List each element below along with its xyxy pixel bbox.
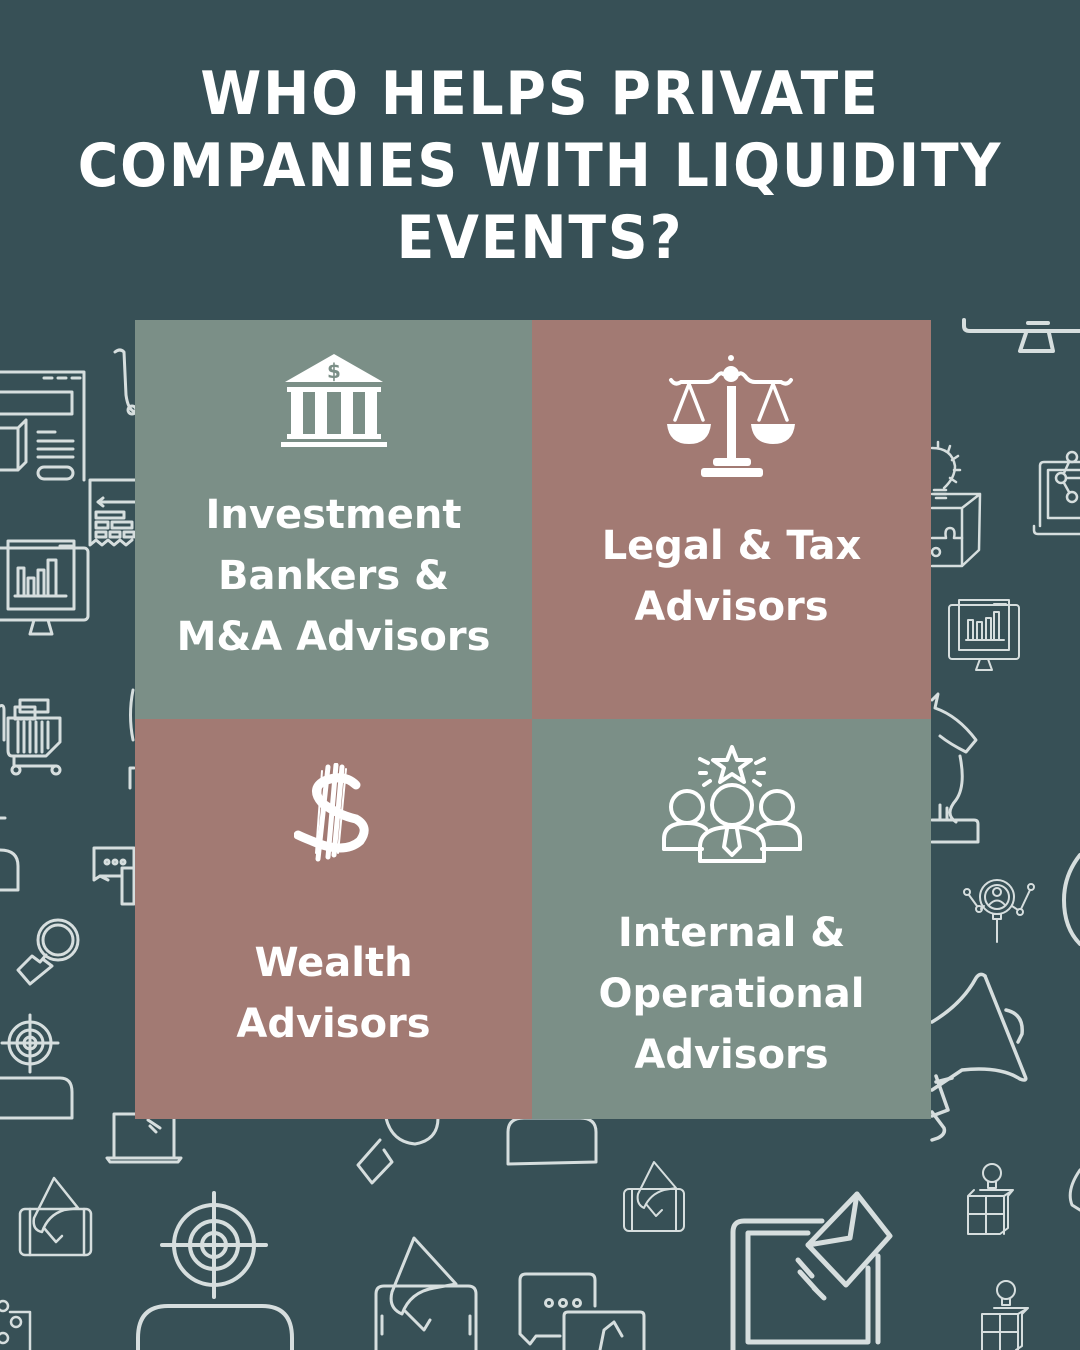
chat-thumbs-up-icon (518, 1272, 646, 1350)
monitor-chart-icon (0, 539, 90, 636)
svg-text:$: $ (327, 359, 341, 383)
search-person-icon (963, 879, 1035, 943)
computer-monitor-icon (506, 1116, 598, 1166)
computer-monitor-icon (962, 318, 1080, 353)
phone-megaphone-icon (18, 1176, 93, 1257)
laptop-megaphone-icon (105, 1112, 183, 1164)
page-title: WHO HELPS PRIVATE COMPANIES WITH LIQUIDI… (43, 58, 1037, 274)
luggage-cart-icon (0, 698, 62, 776)
advisor-grid: $ Investment Bankers & M&A Advisors (135, 320, 931, 1119)
lightbulb-puzzle-icon (967, 1163, 1014, 1235)
shopping-cart-icon (113, 348, 138, 416)
lightbulb-puzzle-icon (930, 440, 982, 568)
title-line-1: WHO HELPS PRIVATE (200, 59, 880, 129)
scales-of-justice-icon (666, 355, 795, 477)
quadrant-wealth: Wealth Advisors (135, 719, 532, 1119)
chess-knight-icon (930, 692, 980, 844)
magnifier-hand-icon (16, 918, 80, 986)
laptop-network-icon (0, 1299, 32, 1350)
phone-megaphone-icon (623, 1161, 685, 1232)
megaphone-icon (1062, 853, 1080, 946)
quadrant-internal-operational: Internal & Operational Advisors (532, 719, 931, 1119)
quadrant-label: Legal & Tax Advisors (601, 523, 862, 630)
quadrant-label: Wealth Advisors (236, 940, 431, 1047)
laptop-email-icon (730, 1191, 893, 1350)
laptop-network-icon (1032, 450, 1080, 536)
invoice-receipt-icon (88, 478, 142, 547)
team-star-icon (661, 745, 802, 863)
target-icon (136, 1191, 294, 1350)
computer-monitor-icon (0, 848, 20, 892)
title-line-2: COMPANIES WITH LIQUIDITY (77, 131, 1003, 201)
lightbulb-puzzle-icon (981, 1280, 1029, 1350)
website-layout-icon (0, 370, 86, 482)
megaphone-icon (930, 972, 1028, 1142)
chat-bubble-icon (92, 846, 136, 906)
monitor-chart-icon (948, 599, 1020, 671)
quadrant-label: Internal & Operational Advisors (598, 910, 865, 1078)
title-line-3: EVENTS? (396, 203, 684, 273)
bank-building-icon: $ (280, 354, 387, 447)
phone-megaphone-icon (374, 1236, 478, 1350)
target-person-icon (0, 1013, 74, 1120)
quadrant-label: Investment Bankers & M&A Advisors (176, 492, 491, 660)
quadrant-investment-bankers: $ Investment Bankers & M&A Advisors (135, 320, 532, 719)
magnifier-hand-icon (356, 1116, 440, 1185)
dollar-sign-icon (293, 763, 369, 862)
quadrant-legal-tax: Legal & Tax Advisors (532, 320, 931, 719)
